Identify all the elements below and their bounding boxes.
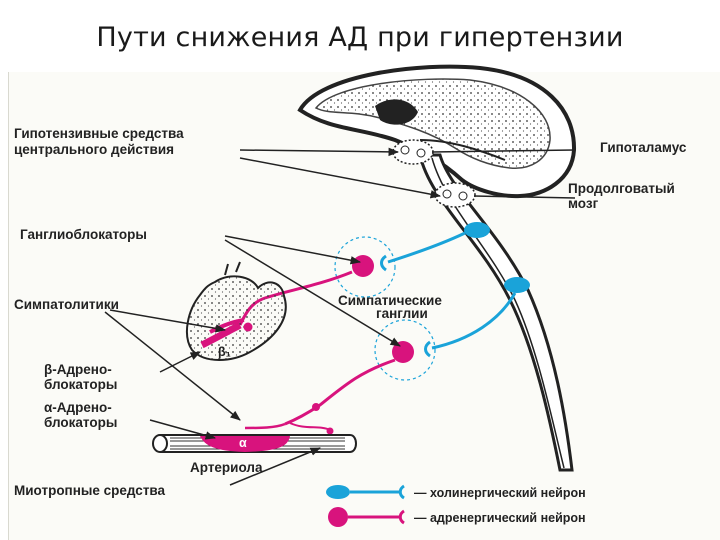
label-medulla-1: Продолговатый [568,181,675,196]
legend-adrenergic: — адренергический нейрон [328,507,586,527]
label-symp-ganglia-2: ганглии [376,306,428,321]
cholinergic-neuron-lower [424,277,530,358]
arteriole-label: Артериола [190,460,263,475]
brain [297,64,577,199]
figure-panel [8,72,720,540]
ganglion-lower [374,319,436,381]
slide-title: Пути снижения АД при гипертензии [96,22,624,53]
hypothalamus-nucleus [392,139,434,165]
pointer-lines [104,147,576,486]
legend-cholinergic-text: — холинергический нейрон [414,486,586,500]
label-alpha-2: блокаторы [44,415,117,430]
arteriole [152,434,357,453]
legend-cholinergic: — холинергический нейрон [326,484,586,500]
label-central-2: центрального действия [14,142,174,157]
label-medulla-2: мозг [568,196,599,211]
label-beta-2: блокаторы [44,377,117,392]
beta1-receptor-label: β₁ [218,345,231,359]
label-myotropic: Миотропные средства [14,483,166,498]
heart [185,261,287,361]
label-sympatholytics: Симпатолитики [14,297,119,312]
cholinergic-neuron-upper [380,222,490,272]
adrenergic-neuron-lower [244,341,414,435]
alpha-receptor-label: α [239,436,247,450]
label-symp-ganglia-1: Симпатические [338,293,442,308]
label-hypothalamus: Гипоталамус [600,140,687,155]
legend-cholinergic-swatch [326,485,350,499]
label-alpha-1: α-Адрено- [44,400,112,415]
ganglion-upper [334,236,396,298]
legend-adrenergic-text: — адренергический нейрон [414,511,586,525]
label-beta-1: β-Адрено- [44,362,112,377]
label-ganglioblockers: Ганглиоблокаторы [20,227,147,242]
legend-adrenergic-swatch [328,507,348,527]
legend: — холинергический нейрон — адренергическ… [326,484,586,527]
label-central-1: Гипотензивные средства [14,126,184,141]
medulla-nucleus [434,182,476,208]
